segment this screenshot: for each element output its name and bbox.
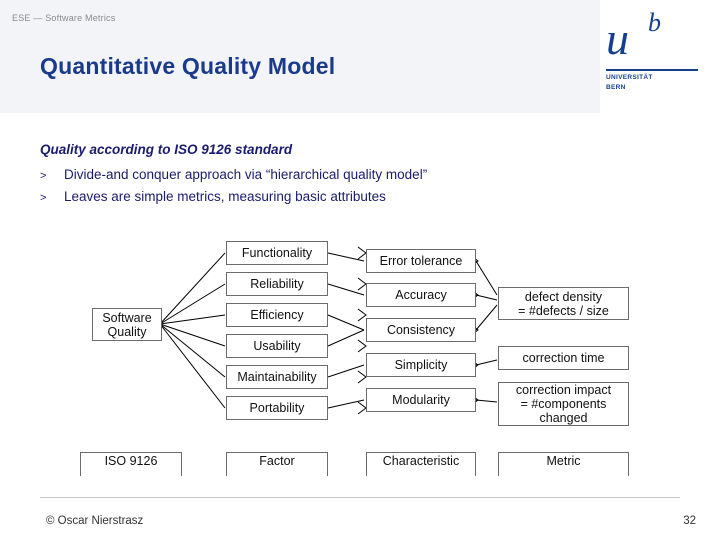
logo-letter-b: b	[648, 8, 661, 37]
bullet-marker: >	[40, 170, 47, 182]
logo-wordmark-line2: BERN	[606, 83, 626, 91]
header-logo-panel	[600, 0, 720, 113]
university-logo: u b UNIVERSITÄT BERN	[606, 10, 702, 96]
node-metric-defect-density: defect density = #defects / size	[498, 287, 629, 320]
node-software-quality: Software Quality	[92, 308, 162, 341]
node-factor-reliability: Reliability	[226, 272, 328, 296]
breadcrumb: ESE — Software Metrics	[12, 13, 116, 23]
node-characteristic-accuracy: Accuracy	[366, 283, 476, 307]
node-characteristic-simplicity: Simplicity	[366, 353, 476, 377]
layer-label-metric: Metric	[498, 452, 629, 476]
footer-divider	[40, 497, 680, 498]
logo-letter-u: u	[606, 13, 629, 64]
node-metric-correction-time: correction time	[498, 346, 629, 370]
bullet-marker: >	[40, 192, 47, 204]
lead-text: Quality according to ISO 9126 standard	[40, 142, 293, 157]
logo-divider	[606, 69, 698, 71]
quality-model-diagram: Software Quality Functionality Reliabili…	[0, 230, 720, 476]
layer-label-factor: Factor	[226, 452, 328, 476]
logo-wordmark: UNIVERSITÄT BERN	[606, 73, 653, 93]
layer-label-characteristic: Characteristic	[366, 452, 476, 476]
node-characteristic-error-tolerance: Error tolerance	[366, 249, 476, 273]
page-title: Quantitative Quality Model	[40, 53, 336, 79]
node-factor-functionality: Functionality	[226, 241, 328, 265]
node-characteristic-modularity: Modularity	[366, 388, 476, 412]
bullet-text: Leaves are simple metrics, measuring bas…	[64, 189, 386, 204]
copyright-text: © Oscar Nierstrasz	[46, 515, 144, 527]
logo-wordmark-line1: UNIVERSITÄT	[606, 74, 653, 81]
node-characteristic-consistency: Consistency	[366, 318, 476, 342]
bullet-item: > Leaves are simple metrics, measuring ba…	[40, 189, 386, 204]
node-factor-usability: Usability	[226, 334, 328, 358]
node-factor-efficiency: Efficiency	[226, 303, 328, 327]
bullet-text: Divide-and conquer approach via “hierarc…	[64, 167, 428, 182]
bullet-item: > Divide-and conquer approach via “hierar…	[40, 167, 427, 182]
node-metric-correction-impact: correction impact = #components changed	[498, 382, 629, 426]
node-factor-maintainability: Maintainability	[226, 365, 328, 389]
page-number: 32	[683, 515, 696, 527]
node-factor-portability: Portability	[226, 396, 328, 420]
layer-label-iso-9126: ISO 9126	[80, 452, 182, 476]
